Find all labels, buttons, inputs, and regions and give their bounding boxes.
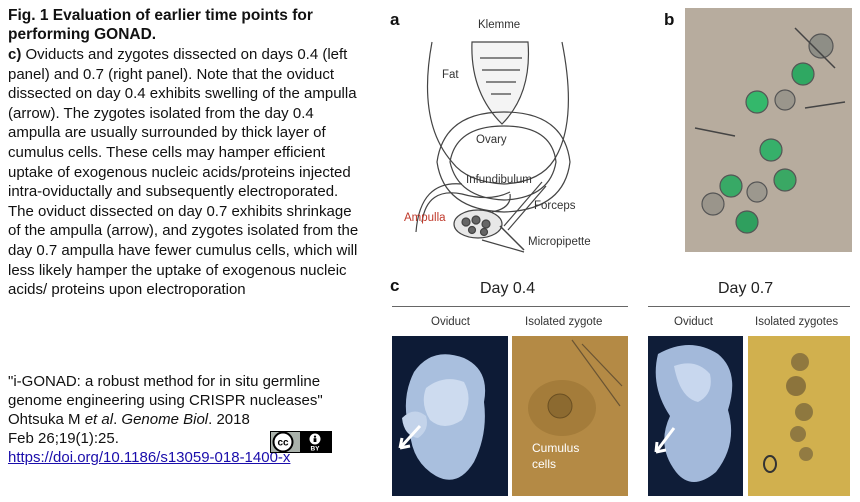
citation-journal: Genome Biol [121,411,209,428]
oviduct-day2-image [648,336,743,496]
oviduct-label-day1: Oviduct [431,316,470,328]
citation-etal: et al [84,411,114,428]
citation-year: . 2018 [208,411,250,428]
label-ampulla: Ampulla [404,212,446,224]
figure-title: Fig. 1 Evaluation of earlier time points… [8,7,313,43]
isolated-zygote-label: Isolated zygote [525,316,603,328]
figure-caption: c) Oviducts and zygotes dissected on day… [8,45,360,300]
citation-source: Ohtsuka M et al. Genome Biol. 2018 [8,410,368,429]
zygote-cells-image [685,8,852,252]
label-micropipette: Micropipette [528,236,591,248]
panel-c-letter: c [390,276,400,295]
citation-authors: Ohtsuka M [8,411,85,428]
label-fat: Fat [442,69,459,81]
oviduct-day1-photo [392,336,508,496]
citation-sep: . [113,411,122,428]
caption-label: c) [8,46,22,63]
isolated-zygotes-label: Isolated zygotes [755,316,839,328]
oviduct-day2-photo [648,336,743,496]
day-0-4-divider [392,306,628,307]
panel-b-letter: b [664,10,675,29]
day-0-4-label: Day 0.4 [480,280,536,297]
citation-date: Feb 26;19(1):25. [8,430,119,447]
caption-block: Fig. 1 Evaluation of earlier time points… [8,6,360,300]
cumulus-line-1: Cumulus [532,441,580,455]
label-infundibulum: Infundibulum [466,174,532,186]
by-text: BY [310,446,320,453]
gfp-zygotes-photo [685,8,852,252]
zygote-day1-image [512,336,628,496]
cumulus-cells-label: Cumulus cells [532,440,579,472]
caption-text: Oviducts and zygotes dissected on days 0… [8,46,359,299]
citation-title: "i-GONAD: a robust method for in situ ge… [8,373,323,409]
oviduct-day1-image [392,336,508,496]
panel-a-letter: a [390,10,400,29]
cumulus-line-2: cells [532,457,557,471]
oviduct-dissection-drawing [415,41,571,253]
citation-block: "i-GONAD: a robust method for in situ ge… [8,372,368,467]
zygote-day2-photo [748,336,850,496]
cc-text: cc [277,438,289,449]
label-klemme: Klemme [478,19,521,31]
day-0-7-divider [648,306,850,307]
zygote-day2-image [748,336,850,496]
label-forceps: Forceps [534,200,576,212]
doi-link[interactable]: https://doi.org/10.1186/s13059-018-1400-… [8,449,291,466]
oviduct-label-day2: Oviduct [674,316,713,328]
label-ovary: Ovary [476,134,507,146]
cc-by-license-icon: cc BY [270,431,332,453]
zygote-day1-photo: Cumulus cells [512,336,628,496]
day-0-7-label: Day 0.7 [718,280,774,297]
panel-a-diagram: Klemme Fat Ovary Infundibulum Ampulla Fo… [392,12,632,267]
